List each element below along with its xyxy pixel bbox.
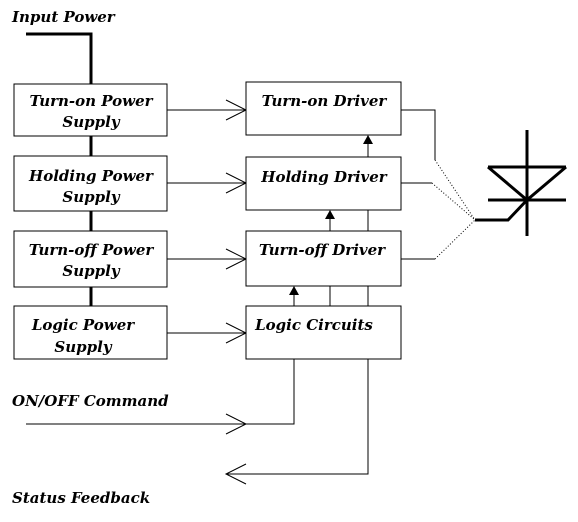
turn-on-output-dotted xyxy=(434,159,476,221)
logic-power-supply-box: Logic Power Supply xyxy=(13,305,168,360)
status-feedback-arrow xyxy=(224,463,247,485)
turn-off-power-supply-box: Turn-off Power Supply xyxy=(13,230,168,288)
holding-power-supply-box: Holding Power Supply xyxy=(13,155,168,212)
turn-on-power-supply-box: Turn-on Power Supply xyxy=(13,83,168,137)
turn-on-driver-label: Turn-on Driver xyxy=(262,92,388,110)
input-power-line xyxy=(26,32,93,84)
arrow-logic xyxy=(167,322,248,344)
turn-off-power-supply-label-2: Supply xyxy=(62,262,120,280)
turn-on-output-line xyxy=(401,109,436,160)
turn-on-driver-box: Turn-on Driver xyxy=(245,81,402,136)
logic-circuits-box: Logic Circuits xyxy=(245,305,402,360)
input-power-label: Input Power xyxy=(11,8,116,26)
holding-power-supply-label-1: Holding Power xyxy=(28,167,154,185)
turn-off-power-supply-label-1: Turn-off Power xyxy=(29,241,155,259)
on-off-command-arrow xyxy=(26,413,248,435)
logic-circuits-label: Logic Circuits xyxy=(254,316,373,334)
on-off-command-connector xyxy=(246,359,295,425)
turn-off-driver-label: Turn-off Driver xyxy=(259,241,386,259)
turn-off-output-dotted xyxy=(434,219,476,260)
control-arrow-to-turn-on xyxy=(363,135,373,157)
on-off-command-label: ON/OFF Command xyxy=(12,392,169,410)
arrow-turn-on xyxy=(167,99,248,121)
turn-off-driver-box: Turn-off Driver xyxy=(245,230,402,287)
holding-power-supply-label-2: Supply xyxy=(62,188,120,206)
status-feedback-label: Status Feedback xyxy=(12,489,150,507)
control-arrow-to-holding xyxy=(325,210,335,231)
turn-on-power-supply-label-1: Turn-on Power xyxy=(29,92,153,110)
thyristor-symbol-icon xyxy=(475,130,567,236)
logic-power-supply-label-1: Logic Power xyxy=(31,316,135,334)
arrow-holding xyxy=(167,172,248,194)
holding-output-dotted xyxy=(431,182,476,221)
control-arrow-to-turn-off xyxy=(289,286,299,306)
arrow-turn-off xyxy=(167,248,248,270)
logic-power-supply-label-2: Supply xyxy=(54,338,112,356)
status-feedback-connector xyxy=(226,359,369,475)
holding-driver-box: Holding Driver xyxy=(245,156,402,211)
holding-driver-label: Holding Driver xyxy=(260,168,388,186)
turn-on-power-supply-label-2: Supply xyxy=(62,113,120,131)
